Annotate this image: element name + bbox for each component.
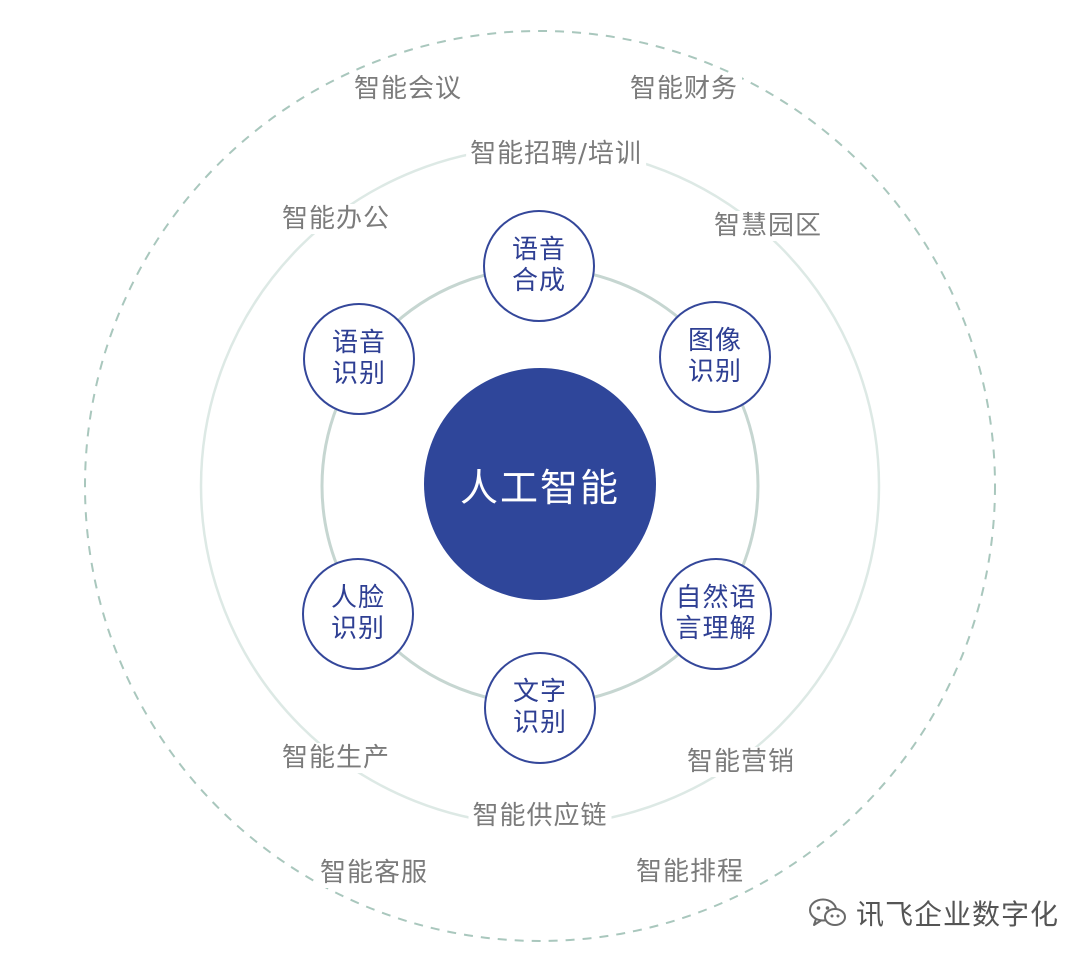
node-nlu: 自然语 言理解 xyxy=(660,558,772,670)
node-face-recognition: 人脸 识别 xyxy=(302,558,414,670)
node-line: 图像 xyxy=(687,326,742,356)
mid-label-production: 智能生产 xyxy=(277,743,395,773)
mid-label-office: 智能办公 xyxy=(277,204,395,234)
mid-label-smart-park: 智慧园区 xyxy=(709,211,827,241)
wechat-icon xyxy=(809,898,846,926)
watermark-text: 讯飞企业数字化 xyxy=(856,898,1060,931)
node-text-recognition: 文字 识别 xyxy=(484,652,596,764)
node-line: 识别 xyxy=(512,708,567,738)
center-ai-circle: 人工智能 xyxy=(424,368,656,600)
node-line: 人脸 xyxy=(330,583,385,613)
node-line: 言理解 xyxy=(675,614,757,644)
node-speech-recognition: 语音 识别 xyxy=(303,303,415,415)
outer-label-finance: 智能财务 xyxy=(625,74,743,104)
mid-label-supply-chain: 智能供应链 xyxy=(468,801,612,831)
node-line: 语音 xyxy=(511,235,566,265)
watermark: 讯飞企业数字化 xyxy=(808,893,1059,933)
node-line: 识别 xyxy=(687,357,742,387)
node-line: 文字 xyxy=(512,677,567,707)
node-line: 识别 xyxy=(331,359,386,389)
node-image-recognition: 图像 识别 xyxy=(659,301,771,413)
outer-dashed-ring xyxy=(84,30,996,942)
node-line: 自然语 xyxy=(675,583,757,613)
mid-label-recruiting: 智能招聘/培训 xyxy=(466,139,646,169)
mid-label-marketing: 智能营销 xyxy=(682,747,800,777)
outer-label-scheduling: 智能排程 xyxy=(631,857,749,887)
outer-label-meeting: 智能会议 xyxy=(349,74,467,104)
center-label: 人工智能 xyxy=(459,465,620,510)
node-line: 合成 xyxy=(511,266,566,296)
node-speech-synthesis: 语音 合成 xyxy=(483,210,595,322)
node-line: 识别 xyxy=(330,614,385,644)
node-line: 语音 xyxy=(331,328,386,358)
outer-label-customer-service: 智能客服 xyxy=(315,858,433,888)
